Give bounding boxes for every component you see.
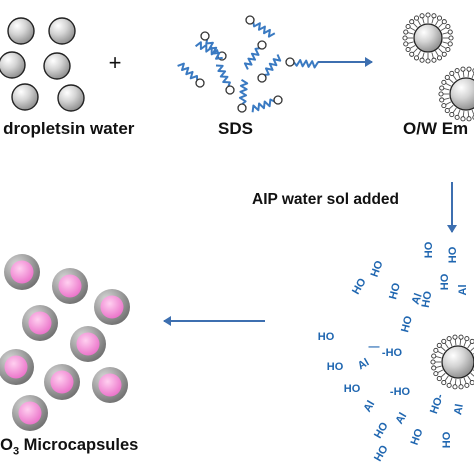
oh-group-label: HO xyxy=(327,361,344,373)
microcapsule xyxy=(94,289,130,325)
sds-molecule xyxy=(251,95,283,113)
oh-group-label: HO xyxy=(441,431,453,448)
oh-group-label: HO xyxy=(318,331,335,343)
sds-molecule xyxy=(257,54,282,83)
sds-molecule xyxy=(245,15,276,38)
oil-droplet xyxy=(0,51,26,79)
oh-group-label: Al xyxy=(356,356,372,372)
emulsion-droplet xyxy=(430,334,474,390)
emulsion-droplet xyxy=(402,12,454,64)
oh-group-label: HO xyxy=(439,273,451,290)
oil-droplet xyxy=(7,17,35,45)
sds-molecule xyxy=(200,31,223,60)
oh-group-label: -HO xyxy=(390,386,411,398)
sds-molecule xyxy=(177,62,205,88)
microcapsule xyxy=(92,367,128,403)
oil-droplet xyxy=(57,84,85,112)
oil-droplet xyxy=(11,83,39,111)
oh-group-label: HO xyxy=(350,276,369,297)
sds-molecule xyxy=(285,57,320,69)
label-ow-emulsion: O/W Em xyxy=(403,119,469,138)
label-micro-mid: O xyxy=(0,436,13,454)
label-aip-added: AIP water sol added xyxy=(252,191,400,208)
microcapsule xyxy=(70,326,106,362)
microcapsule xyxy=(0,349,34,385)
emulsion-droplet xyxy=(438,66,474,122)
oil-droplet xyxy=(48,17,76,45)
oh-group-label: HO xyxy=(409,427,426,447)
sds-molecule xyxy=(237,78,249,113)
sds-molecules xyxy=(177,15,320,113)
ow-emulsion-droplets xyxy=(402,12,474,122)
oh-group-label: HO xyxy=(399,314,415,333)
microcapsule xyxy=(4,254,40,290)
oh-group-label: Al xyxy=(457,285,469,296)
oh-group-label: HO xyxy=(387,281,403,300)
microcapsule xyxy=(12,395,48,431)
oh-group-label: — xyxy=(369,341,380,353)
sds-molecule xyxy=(243,40,267,70)
oh-group-label: HO xyxy=(344,383,361,395)
oh-group-label: HO xyxy=(420,290,435,309)
oil-droplet xyxy=(43,52,71,80)
oh-group-label: -HO xyxy=(382,347,403,359)
oh-group-label: Al xyxy=(361,399,377,415)
oh-group-label: Al xyxy=(452,403,466,416)
oh-group-label: Al xyxy=(410,292,425,306)
oh-group-label: HO xyxy=(447,246,459,263)
microcapsule xyxy=(44,364,80,400)
oil-droplets xyxy=(0,17,85,112)
oh-group-label: Al xyxy=(393,411,409,427)
oh-group-label: HO xyxy=(372,443,391,464)
sds-molecule xyxy=(215,64,235,95)
oh-group-label: HO xyxy=(369,259,386,279)
label-microcapsules: 22O3 Microcapsules xyxy=(0,436,138,457)
label-micro-sub2: 3 xyxy=(12,445,20,458)
oh-group-label: HO- xyxy=(428,392,446,415)
microcapsules xyxy=(0,254,130,431)
oh-group-label: HO xyxy=(423,241,435,258)
label-oil-droplets: d dropletsin water xyxy=(0,119,135,138)
oh-group-label: HO xyxy=(372,420,391,441)
label-sds: SDS xyxy=(218,119,253,138)
microcapsule xyxy=(52,268,88,304)
label-micro-suffix: Microcapsules xyxy=(19,436,139,454)
plus-sign: + xyxy=(109,50,122,75)
microcapsule xyxy=(22,305,58,341)
